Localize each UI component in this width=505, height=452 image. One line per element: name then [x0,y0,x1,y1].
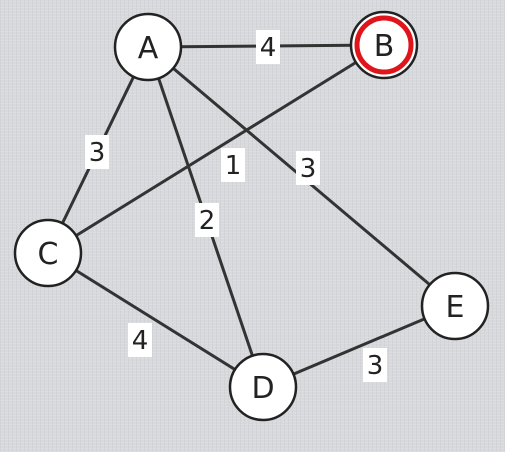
node-circle [349,10,419,80]
edge-weight-background [363,348,387,382]
edge-weight-c-d: 4 [132,326,149,356]
edge-weight-a-d: 2 [199,206,216,236]
edge-weight-background [256,30,280,64]
edge-b-c [46,43,386,255]
node-d: D [228,352,298,422]
node-label: E [446,290,465,325]
node-label: D [251,371,274,406]
edge-weight-b-c: 1 [225,151,242,181]
node-a: A [113,12,183,82]
edge-weight-background [128,323,152,357]
node-c: C [13,218,83,288]
edge-weight-background [296,151,320,185]
edge-d-e [261,304,457,389]
node-circle [228,352,298,422]
node-circle [113,12,183,82]
node-e: E [420,271,490,341]
node-label: B [374,29,395,64]
edge-weight-a-e: 3 [300,154,317,184]
edge-c-d [46,251,265,389]
nodes-layer: A B C D E [13,10,490,422]
edge-weight-a-b: 4 [260,33,277,63]
edge-weight-background [195,203,219,237]
node-circle [13,218,83,288]
edge-weight-a-c: 3 [89,138,106,168]
edges-layer [46,43,457,389]
highlight-ring [354,15,414,75]
edge-weight-d-e: 3 [367,351,384,381]
node-b: B [349,10,419,80]
edge-weight-background [85,135,109,169]
weights-layer: 4 3 2 3 1 4 3 [85,30,387,382]
edge-weight-background [221,148,245,182]
node-label: A [138,31,159,66]
node-circle [420,271,490,341]
node-label: C [38,237,59,272]
